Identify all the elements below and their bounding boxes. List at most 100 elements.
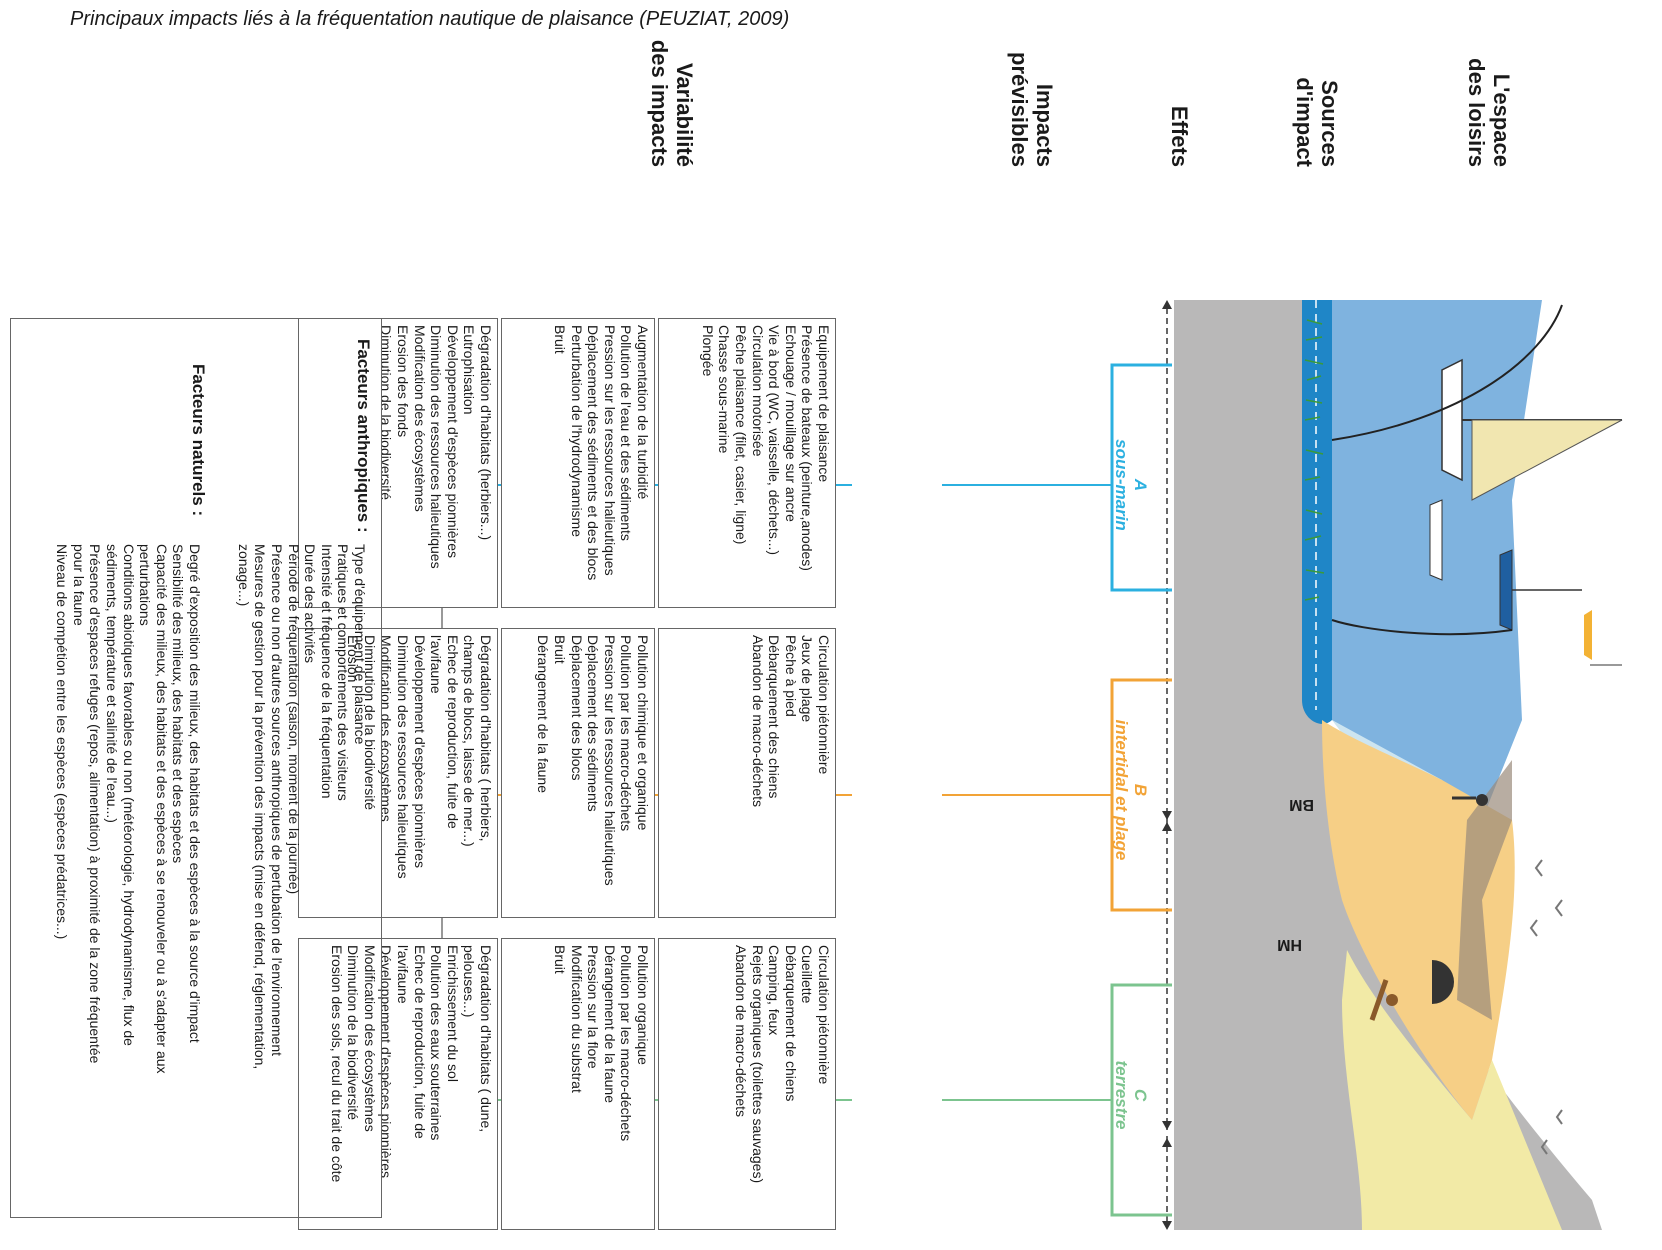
zone-c-effets-box: Pollution organique Pollution par les ma…	[501, 938, 655, 1230]
effet-item: Perturbation de l'hydrodynamisme	[568, 325, 585, 538]
impact-item: l'avifaune	[395, 945, 412, 1004]
effet-item: Pollution chimique et organique	[635, 635, 651, 831]
source-item: Abandon de macro-déchets	[749, 635, 766, 807]
facteur-item: Conditions abiotiques favorables ou non …	[120, 544, 137, 1046]
source-item: Débarquement des chiens	[766, 635, 783, 799]
effet-item: Pression sur les ressources halieutiques	[601, 325, 618, 576]
zone-a-letter: A	[1131, 478, 1150, 492]
facteur-item: sédiments, température et salinité de l'…	[104, 544, 121, 823]
facteurs-naturels-title: Facteurs naturels :	[189, 364, 208, 517]
zone-c-letter: C	[1131, 1088, 1150, 1102]
row-label-effets: Effets	[1167, 105, 1192, 167]
impact-item: Erosion des fonds	[395, 325, 412, 438]
effet-item: Bruit	[552, 325, 569, 354]
effet-item: Modification du substrat	[568, 945, 585, 1093]
beachgoers	[1369, 794, 1488, 1021]
impact-item: Modification des écosystèmes	[411, 325, 428, 512]
impact-item: pelouses...)	[461, 945, 478, 1018]
source-item: Camping, feux	[766, 945, 783, 1036]
impact-item: Développement d'espèces pionnières	[411, 635, 428, 869]
zone-c-sources-box: Circulation piétonnière Cueillette Débar…	[658, 938, 836, 1230]
source-item: Circulation piétonnière	[816, 945, 832, 1085]
effet-item: Dérangement de la faune	[601, 945, 618, 1103]
zone-a-effets-box: Augmentation de la turbidité Pollution d…	[501, 318, 655, 608]
zone-b-header: B intertidal et plage	[1112, 705, 1150, 875]
effet-item: Déplacement des sédiments	[585, 635, 602, 812]
zone-b-name: intertidal et plage	[1112, 719, 1131, 861]
source-item: Jeux de plage	[799, 635, 816, 723]
effet-item: Pression sur la flore	[585, 945, 602, 1069]
source-item: Rejets organiques (toilettes sauvages)	[749, 945, 766, 1184]
effet-item: Déplacement des sédiments et des blocs	[585, 325, 602, 581]
seagrass	[1304, 319, 1325, 601]
facteurs-anthropiques: Facteurs anthropiques : Type d'équipemen…	[236, 339, 373, 1209]
rock-cluster	[1457, 760, 1512, 1020]
row-label-impacts: Impacts prévisibles	[1007, 52, 1057, 167]
impact-item: Diminution des ressources halieutiques	[395, 635, 412, 879]
facteur-item: zonage...)	[235, 544, 252, 607]
facteur-item: Intensité et fréquence de la fréquentati…	[318, 544, 335, 799]
source-item: Echouage / mouillage sur ancre	[782, 325, 799, 522]
effet-item: Bruit	[552, 635, 569, 664]
figure-caption: Principaux impacts liés à la fréquentati…	[70, 8, 790, 30]
facteur-item: Présence d'espaces refuges (repos, alime…	[87, 544, 104, 1064]
facteur-item: Présence ou non d'autres sources anthrop…	[269, 544, 286, 1057]
ground-rock	[1174, 300, 1602, 1230]
sand-beach	[1322, 720, 1515, 1120]
facteur-item: Durée des activités	[302, 544, 319, 664]
impact-item: Dégradation d'habitats ( dune,	[478, 945, 494, 1133]
source-item: Abandon de macro-déchets	[733, 945, 750, 1117]
zone-a-sources-box: Equipement de plaisance Présence de bate…	[658, 318, 836, 608]
variabilite-box: Facteurs anthropiques : Type d'équipemen…	[10, 318, 382, 1218]
facteurs-naturels: Facteurs naturels : Degré d'exposition d…	[54, 364, 208, 1214]
facteur-item: Type d'équipement de plaisance	[352, 544, 368, 745]
facteur-item: pour la faune	[70, 544, 87, 626]
impact-item: champs de blocs, laisse de mer...)	[461, 635, 478, 847]
effet-item: Pollution de l'eau et des sédiments	[618, 325, 635, 541]
facteurs-naturels-list: Degré d'exposition des milieux, des habi…	[54, 544, 203, 1074]
facteurs-anthropiques-title: Facteurs anthropiques :	[354, 339, 373, 533]
effet-item: Pollution par les macro-déchets	[618, 945, 635, 1142]
effet-item: Augmentation de la turbidité	[635, 325, 651, 500]
facteur-item: Degré d'exposition des milieux, des habi…	[187, 544, 203, 1043]
source-item: Circulation piétonnière	[816, 635, 832, 775]
row-label-espace: L'espace des loisirs	[1464, 58, 1514, 167]
source-item: Chasse sous-marine	[716, 325, 733, 454]
impact-item: Dégradation d'habitats (herbiers...)	[478, 325, 494, 541]
facteur-item: Pratiques et comportements des visiteurs	[335, 544, 352, 801]
source-item: Cueillette	[799, 945, 816, 1004]
zone-b-letter: B	[1131, 783, 1150, 797]
impact-item: Enrichissement du sol	[444, 945, 461, 1082]
zone-b-sources-box: Circulation piétonnière Jeux de plage Pê…	[658, 628, 836, 918]
source-item: Plongée	[699, 325, 716, 377]
row-label-sources: Sources d'impact	[1292, 77, 1342, 167]
effet-item: Pollution organique	[635, 945, 651, 1065]
row-label-variabilite: Variabilité des impacts	[647, 39, 697, 167]
boats	[1429, 358, 1623, 666]
zone-c-header: C terrestre	[1112, 1010, 1150, 1180]
impact-item: l'avifaune	[428, 635, 445, 694]
effet-item: Bruit	[552, 945, 569, 974]
impact-item: Diminution des ressources halieutiques	[428, 325, 445, 569]
source-item: Vie à bord (WC, vaisselle, déchets...)	[766, 325, 783, 556]
label-hm: HM	[1277, 936, 1302, 953]
effet-item: Dérangement de la faune	[535, 635, 552, 793]
zone-c-name: terrestre	[1112, 1060, 1131, 1130]
impact-item: Pollution des eaux souterraines	[428, 945, 445, 1141]
zone-extent-arrows	[1162, 300, 1172, 1230]
facteur-item: perturbations	[137, 544, 154, 626]
effet-item: Pollution par les macro-déchets	[618, 635, 635, 832]
facteur-item: Capacité des milieux, des habitats et de…	[153, 544, 170, 1074]
zone-a-header: A sous-marin	[1112, 400, 1150, 570]
birds	[1529, 859, 1563, 1155]
effet-item: Pression sur les ressources halieutiques	[601, 635, 618, 886]
zone-a-name: sous-marin	[1112, 439, 1131, 531]
source-item: Pêche à pied	[782, 635, 799, 717]
source-item: Présence de bateaux (peinture,anodes)	[799, 325, 816, 571]
facteurs-anthropiques-list: Type d'équipement de plaisance Pratiques…	[235, 544, 368, 1069]
impact-item: Eutrophisation	[461, 325, 478, 415]
mooring-line	[1331, 304, 1563, 636]
source-item: Circulation motorisée	[749, 325, 766, 457]
label-bm: BM	[1289, 796, 1314, 813]
